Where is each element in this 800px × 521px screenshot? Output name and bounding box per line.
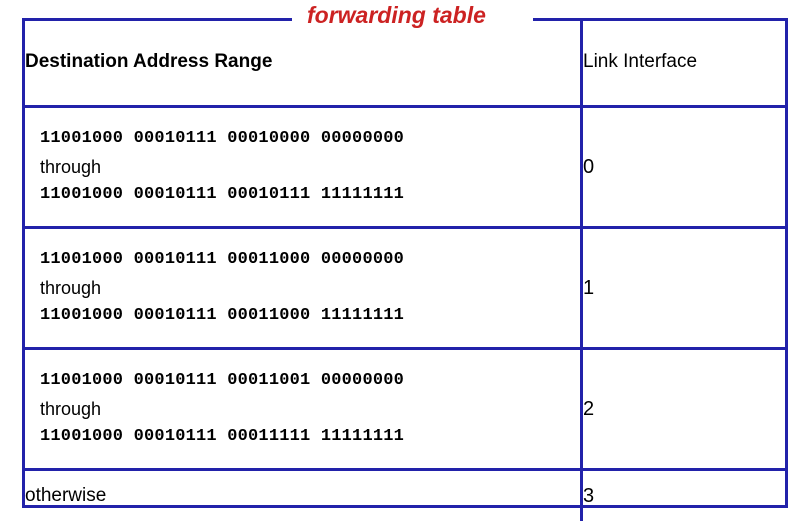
- range-end-binary: 11001000 00010111 00010111 11111111: [40, 181, 576, 209]
- address-range-block: 11001000 00010111 00010000 00000000 thro…: [25, 125, 580, 209]
- address-range-cell: 11001000 00010111 00010000 00000000 thro…: [25, 107, 582, 228]
- top-border-right-segment: [533, 18, 788, 21]
- table-row: 11001000 00010111 00011001 00000000 thro…: [25, 349, 788, 470]
- link-interface-value: 0: [582, 107, 789, 228]
- address-range-block: 11001000 00010111 00011001 00000000 thro…: [25, 367, 580, 451]
- range-start-binary: 11001000 00010111 00011000 00000000: [40, 246, 576, 274]
- link-interface-value: 2: [582, 349, 789, 470]
- top-border-left-segment: [22, 18, 292, 21]
- table-header-row: Destination Address Range Link Interface: [25, 18, 788, 107]
- range-end-binary: 11001000 00010111 00011000 11111111: [40, 302, 576, 330]
- table-row-default: otherwise 3: [25, 470, 788, 521]
- table-row: 11001000 00010111 00010000 00000000 thro…: [25, 107, 788, 228]
- link-interface-value: 1: [582, 228, 789, 349]
- forwarding-table-grid: Destination Address Range Link Interface…: [25, 18, 788, 521]
- address-range-block: 11001000 00010111 00011000 00000000 thro…: [25, 246, 580, 330]
- range-end-binary: 11001000 00010111 00011111 11111111: [40, 423, 576, 451]
- column-header-destination-address-range: Destination Address Range: [25, 18, 582, 107]
- range-start-binary: 11001000 00010111 00010000 00000000: [40, 125, 576, 153]
- forwarding-table: Destination Address Range Link Interface…: [22, 18, 788, 508]
- link-interface-value: 3: [582, 470, 789, 521]
- range-separator: through: [40, 274, 576, 302]
- column-header-link-interface: Link Interface: [582, 18, 789, 107]
- address-range-cell: 11001000 00010111 00011000 00000000 thro…: [25, 228, 582, 349]
- table-row: 11001000 00010111 00011000 00000000 thro…: [25, 228, 788, 349]
- address-range-cell: 11001000 00010111 00011001 00000000 thro…: [25, 349, 582, 470]
- default-range-label: otherwise: [25, 470, 582, 521]
- figure-caption: forwarding table: [307, 2, 486, 28]
- range-separator: through: [40, 153, 576, 181]
- range-separator: through: [40, 395, 576, 423]
- range-start-binary: 11001000 00010111 00011001 00000000: [40, 367, 576, 395]
